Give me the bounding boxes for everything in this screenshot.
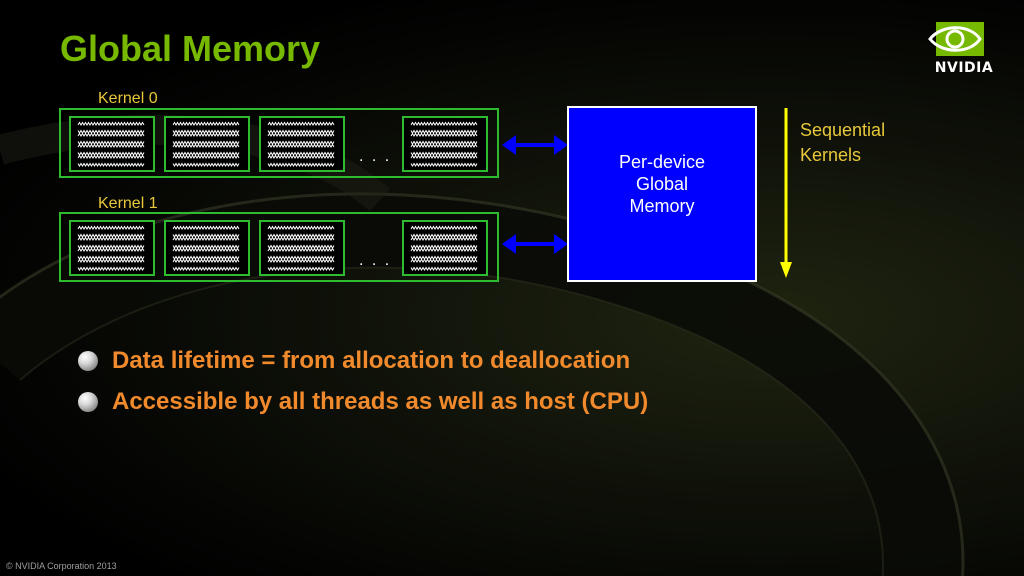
- kernel-0-ellipsis: . . .: [359, 148, 392, 165]
- thread-block: [69, 116, 155, 172]
- nvidia-logo-text: NVIDIA: [934, 60, 994, 76]
- thread-block: [259, 116, 345, 172]
- thread-warps-icon: [172, 225, 240, 271]
- bullet-icon: [78, 350, 98, 371]
- double-arrow-icon: [502, 234, 568, 254]
- kernel-1-grid: . . .: [59, 212, 499, 282]
- bullet-text: Accessible by all threads as well as hos…: [112, 387, 649, 415]
- bullet-item: Data lifetime = from allocation to deall…: [78, 340, 648, 381]
- thread-block: [164, 116, 250, 172]
- slide-title: Global Memory: [60, 28, 321, 69]
- copyright-footer: © NVIDIA Corporation 2013: [6, 561, 117, 571]
- kernel-0-grid: . . .: [59, 108, 499, 178]
- bullet-text: Data lifetime = from allocation to deall…: [112, 346, 631, 374]
- thread-warps-icon: [267, 225, 335, 271]
- thread-warps-icon: [77, 225, 145, 271]
- thread-warps-icon: [410, 225, 478, 271]
- thread-warps-icon: [77, 121, 145, 167]
- thread-block: [164, 220, 250, 276]
- double-arrow-icon: [502, 135, 568, 155]
- global-memory-box: Per-device Global Memory: [567, 106, 757, 282]
- thread-warps-icon: [267, 121, 335, 167]
- sequential-kernels-label: Sequential Kernels: [800, 120, 886, 165]
- bullet-item: Accessible by all threads as well as hos…: [78, 381, 648, 422]
- bullet-icon: [78, 391, 98, 412]
- thread-warps-icon: [410, 121, 478, 167]
- kernel-1-label: Kernel 1: [98, 195, 158, 212]
- global-memory-label: Per-device Global Memory: [618, 152, 706, 216]
- kernel-0-label: Kernel 0: [98, 90, 158, 107]
- thread-block: [69, 220, 155, 276]
- thread-block: [402, 116, 488, 172]
- thread-warps-icon: [172, 121, 240, 167]
- bullet-list: Data lifetime = from allocation to deall…: [78, 340, 648, 422]
- thread-block: [402, 220, 488, 276]
- kernel-1-ellipsis: . . .: [359, 252, 392, 269]
- thread-block: [259, 220, 345, 276]
- nvidia-eye-icon: [928, 22, 984, 56]
- down-arrow-icon: [780, 108, 792, 278]
